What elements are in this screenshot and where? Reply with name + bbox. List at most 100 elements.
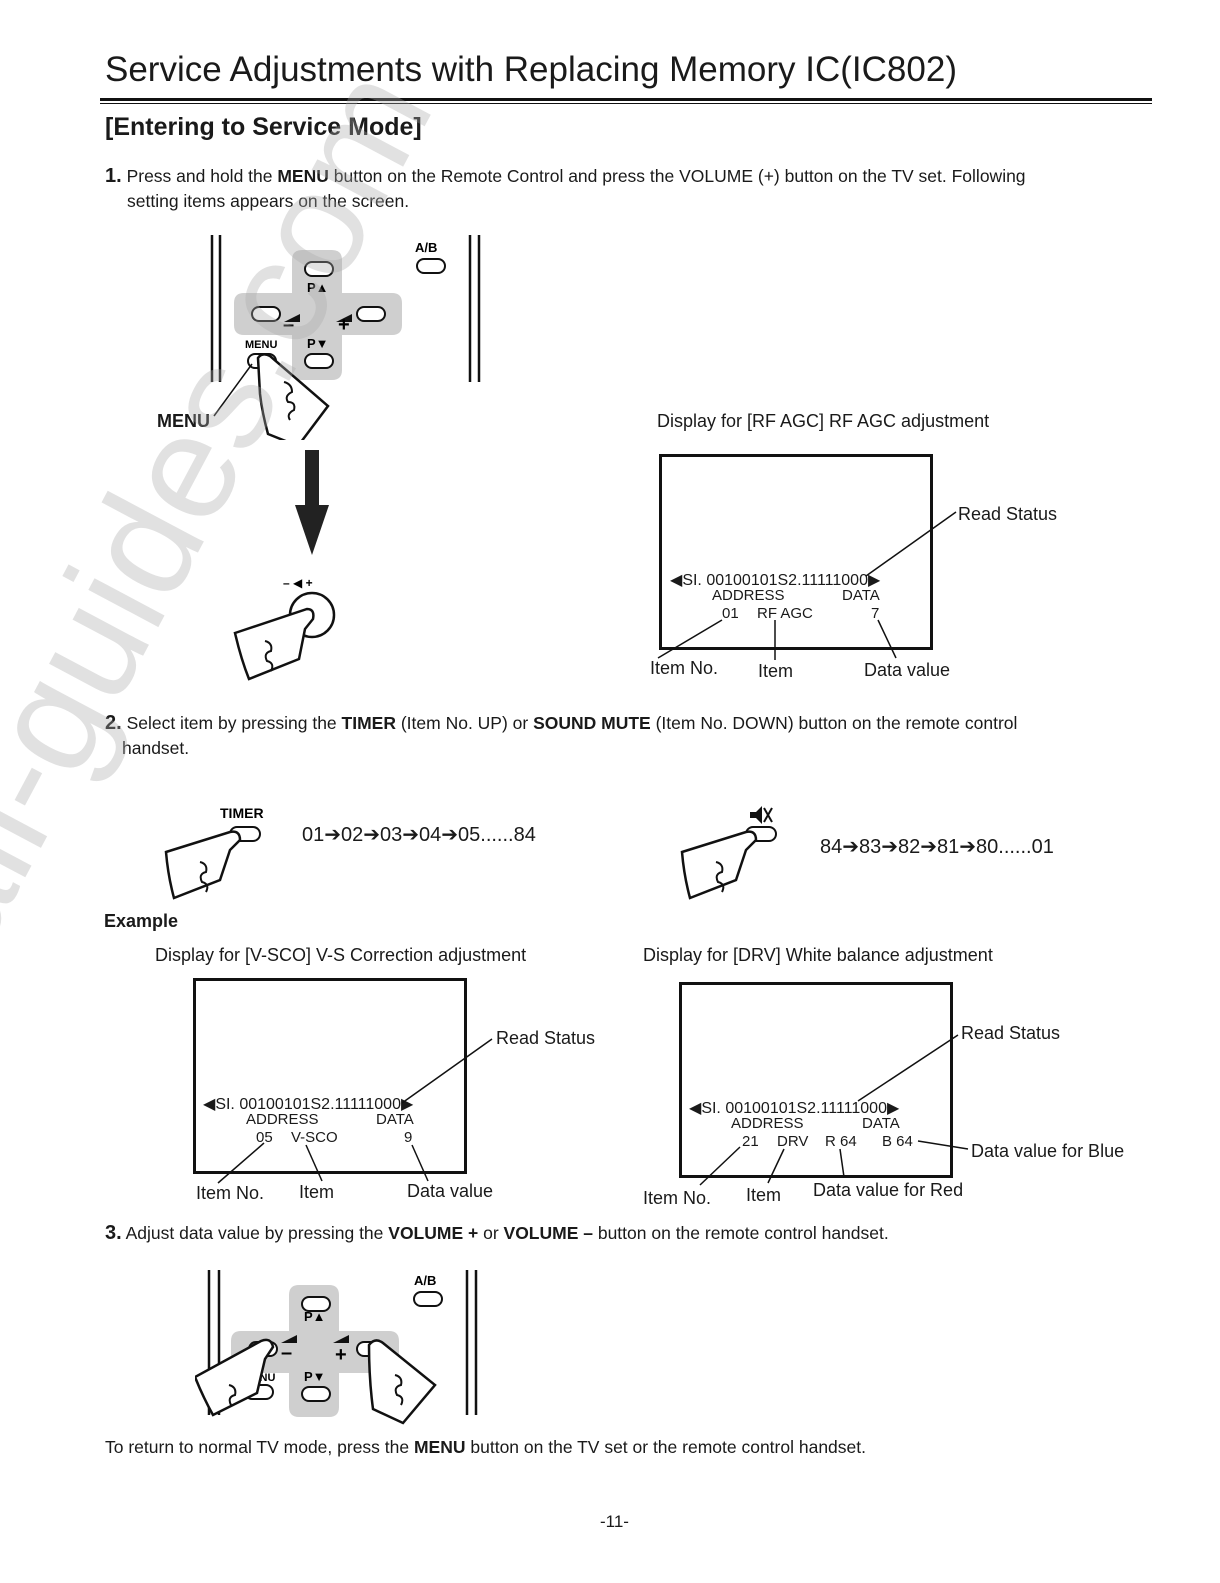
rf-item: RF AGC	[757, 605, 813, 622]
rf-item-no: 01	[722, 605, 739, 622]
sequence-down: 84➔83➔82➔81➔80......01	[820, 836, 1054, 858]
plus-label: +	[338, 314, 350, 336]
vsco-data-value: 9	[404, 1129, 413, 1146]
vsco-item: V-SCO	[291, 1129, 338, 1146]
vsco-read-status: Read Status	[496, 1028, 596, 1048]
page-number: -11-	[600, 1512, 629, 1531]
vsco-screen	[193, 978, 467, 1174]
drv-read-status: Read Status	[961, 1023, 1061, 1043]
step2-bold-mute: SOUND MUTE	[533, 713, 651, 733]
volume-knob-icon: – ◀ +	[233, 576, 336, 681]
drv-screen	[679, 982, 953, 1178]
arrow-down-icon	[295, 450, 329, 555]
vsco-lbl-data-value: Data value	[407, 1181, 494, 1201]
step2-number: 2.	[105, 712, 122, 734]
mute-hand-diagram	[680, 806, 777, 900]
step1-text1: Press and hold the	[126, 166, 278, 186]
drv-item-no: 21	[742, 1133, 759, 1150]
hand-pointer-icon	[367, 1339, 437, 1425]
drv-lbl-item: Item	[746, 1185, 782, 1205]
plus-label-2: +	[335, 1344, 347, 1366]
rf-status-line: ◀SI. 00100101S2.11111000▶	[670, 572, 881, 589]
sequence-up: 01➔02➔03➔04➔05......84	[302, 824, 536, 846]
step2-line1: 2. Select item by pressing the TIMER (It…	[105, 711, 1017, 735]
page-title: Service Adjustments with Replacing Memor…	[105, 50, 957, 89]
hand-pointer-icon	[195, 1338, 275, 1417]
rf-read-status: Read Status	[958, 504, 1058, 524]
hand-pointer-icon	[164, 830, 242, 900]
step3-text1: Adjust data value by pressing the	[125, 1223, 389, 1243]
drv-status-line: ◀SI. 00100101S2.11111000▶	[689, 1100, 900, 1117]
p-down-label-2: P▼	[304, 1369, 326, 1384]
rf-data-value: 7	[871, 605, 880, 622]
return-text: To return to normal TV mode, press the M…	[105, 1435, 866, 1459]
ab-label-2: A/B	[414, 1273, 436, 1288]
title-rule	[100, 98, 1152, 101]
step1-number: 1.	[105, 165, 122, 187]
rf-leader-lines	[657, 511, 957, 660]
rf-data-label: DATA	[842, 587, 880, 604]
menu-small-label: MENU	[245, 339, 277, 351]
step1-bold-menu: MENU	[277, 166, 329, 186]
drv-status-text: SI. 00100101S2.11111000	[701, 1100, 887, 1117]
example-label: Example	[104, 911, 179, 931]
vsco-data-label: DATA	[376, 1111, 414, 1128]
rf-status-text: SI. 00100101S2.11111000	[682, 572, 868, 589]
vsco-lbl-item: Item	[299, 1182, 335, 1202]
ab-label: A/B	[415, 240, 437, 255]
drv-lbl-item-no: Item No.	[643, 1188, 712, 1208]
drv-caption: Display for [DRV] White balance adjustme…	[643, 945, 993, 965]
remote-diagram-1: P▲ – + P▼ MENU A/B	[210, 235, 481, 440]
timer-label: TIMER	[220, 805, 264, 821]
rf-caption: Display for [RF AGC] RF AGC adjustment	[657, 411, 990, 431]
vsco-status-line: ◀SI. 00100101S2.11111000▶	[203, 1096, 414, 1113]
step2-text3: (Item No. DOWN) button on the remote con…	[650, 713, 1018, 733]
vsco-address-label: ADDRESS	[246, 1111, 319, 1128]
timer-hand-diagram: TIMER	[164, 805, 264, 900]
minus-label-2: –	[281, 1342, 292, 1364]
drv-red-value: R 64	[825, 1133, 857, 1150]
step2-text1: Select item by pressing the	[126, 713, 342, 733]
rf-address-label: ADDRESS	[712, 587, 785, 604]
step2-line2: handset.	[122, 738, 190, 758]
drv-address-label: ADDRESS	[731, 1115, 804, 1132]
step2-bold-timer: TIMER	[341, 713, 396, 733]
p-up-label-2: P▲	[304, 1309, 326, 1324]
step3-bold-vol-minus: VOLUME –	[503, 1223, 593, 1243]
drv-data-label: DATA	[862, 1115, 900, 1132]
rf-screen	[659, 454, 933, 650]
drv-item: DRV	[777, 1133, 809, 1150]
minus-label: –	[283, 314, 294, 336]
menu-callout: MENU	[157, 411, 210, 431]
step1-text2: button on the Remote Control and press t…	[328, 166, 1026, 186]
drv-lbl-red: Data value for Red	[813, 1180, 964, 1200]
rf-lbl-item-no: Item No.	[650, 658, 719, 678]
return-text1: To return to normal TV mode, press the	[105, 1437, 414, 1457]
hand-pointer-icon	[680, 830, 758, 900]
step3-number: 3.	[105, 1222, 122, 1244]
drv-blue-value: B 64	[882, 1133, 913, 1150]
step3-text3: button on the remote control handset.	[592, 1223, 889, 1243]
step3-line: 3. Adjust data value by pressing the VOL…	[105, 1221, 889, 1245]
step3-text2: or	[478, 1223, 504, 1243]
rf-lbl-item: Item	[758, 661, 794, 681]
section-heading: [Entering to Service Mode]	[105, 113, 422, 141]
vsco-lbl-item-no: Item No.	[196, 1183, 265, 1203]
drv-lbl-blue: Data value for Blue	[971, 1141, 1125, 1161]
step3-bold-vol-plus: VOLUME +	[388, 1223, 479, 1243]
step1-line2: setting items appears on the screen.	[127, 191, 410, 211]
rf-lbl-data-value: Data value	[864, 660, 951, 680]
vsco-status-text: SI. 00100101S2.11111000	[215, 1096, 401, 1113]
title-rule-thin	[100, 103, 1152, 104]
p-down-label: P▼	[307, 336, 329, 351]
step1-line1: 1. Press and hold the MENU button on the…	[105, 164, 1026, 188]
return-bold-menu: MENU	[413, 1437, 466, 1457]
hand-pointer-icon	[256, 353, 330, 440]
vsco-leader-lines	[217, 1038, 493, 1184]
return-text2: button on the TV set or the remote contr…	[465, 1437, 866, 1457]
remote-diagram-2: P▲ – + P▼ MENU A/B	[195, 1270, 478, 1425]
drv-leader-lines	[699, 1034, 969, 1186]
mute-icon	[750, 806, 773, 824]
step2-text2: (Item No. UP) or	[395, 713, 534, 733]
vsco-caption: Display for [V-SCO] V-S Correction adjus…	[155, 945, 527, 965]
